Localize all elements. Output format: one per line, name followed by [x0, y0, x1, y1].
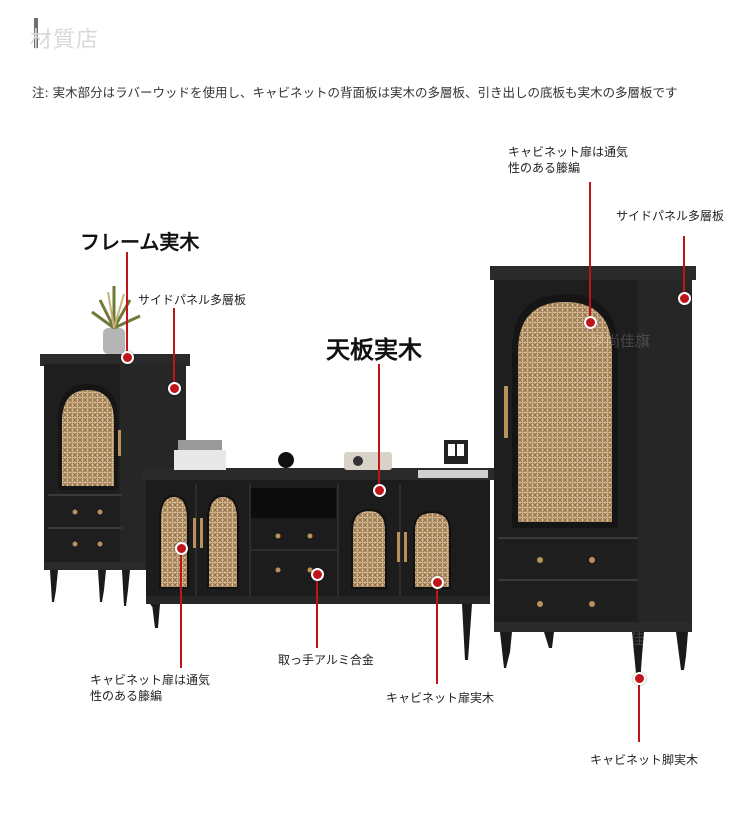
callout-dot-handle	[311, 568, 324, 581]
callout-dot-top-board	[373, 484, 386, 497]
watermark: 梦尚佳旗	[590, 332, 651, 350]
callout-line-leg	[638, 678, 640, 742]
callout-dot-side-panel-right	[678, 292, 691, 305]
callout-dot-frame	[121, 351, 134, 364]
label-side-panel-right: サイドパネル多層板	[616, 209, 725, 223]
label-handle: 取っ手アルミ合金	[278, 653, 374, 667]
callout-dot-door-solid	[431, 576, 444, 589]
callout-line-door-rattan-right	[589, 182, 591, 322]
callout-line-handle	[316, 574, 318, 648]
label-top-board: 天板実木	[326, 336, 422, 364]
watermark: 梦尚佳旗	[600, 630, 661, 648]
material-note: 注: 実木部分はラバーウッドを使用し、キャビネットの背面板は実木の多層板、引き出…	[32, 85, 678, 100]
label-frame: フレーム実木	[80, 230, 200, 254]
callout-dot-door-rattan-left	[175, 542, 188, 555]
label-door-solid: キャビネット扉実木	[386, 691, 495, 705]
label-side-panel-left: サイドパネル多層板	[138, 293, 247, 307]
callout-line-side-panel-left	[173, 308, 175, 386]
callout-dot-side-panel-left	[168, 382, 181, 395]
label-door-rattan-right-line1: キャビネット扉は通気	[508, 145, 629, 159]
page-title: 材質店	[30, 28, 100, 53]
callout-line-top-board	[378, 364, 380, 488]
callout-line-door-solid	[436, 580, 438, 684]
tv-cabinet	[142, 440, 494, 660]
callout-line-frame	[126, 252, 128, 352]
callout-line-door-rattan-left	[180, 548, 182, 668]
callout-dot-door-rattan-right	[584, 316, 597, 329]
label-door-rattan-left-line1: キャビネット扉は通気	[90, 673, 211, 687]
right-cabinet	[490, 266, 696, 684]
callout-line-side-panel-right	[683, 236, 685, 296]
label-door-rattan-right-line2: 性のある籐編	[508, 161, 581, 175]
callout-dot-leg	[633, 672, 646, 685]
label-door-rattan-left-line2: 性のある籐編	[90, 689, 163, 703]
title-accent-bar	[34, 18, 38, 48]
label-leg: キャビネット脚実木	[590, 753, 699, 767]
